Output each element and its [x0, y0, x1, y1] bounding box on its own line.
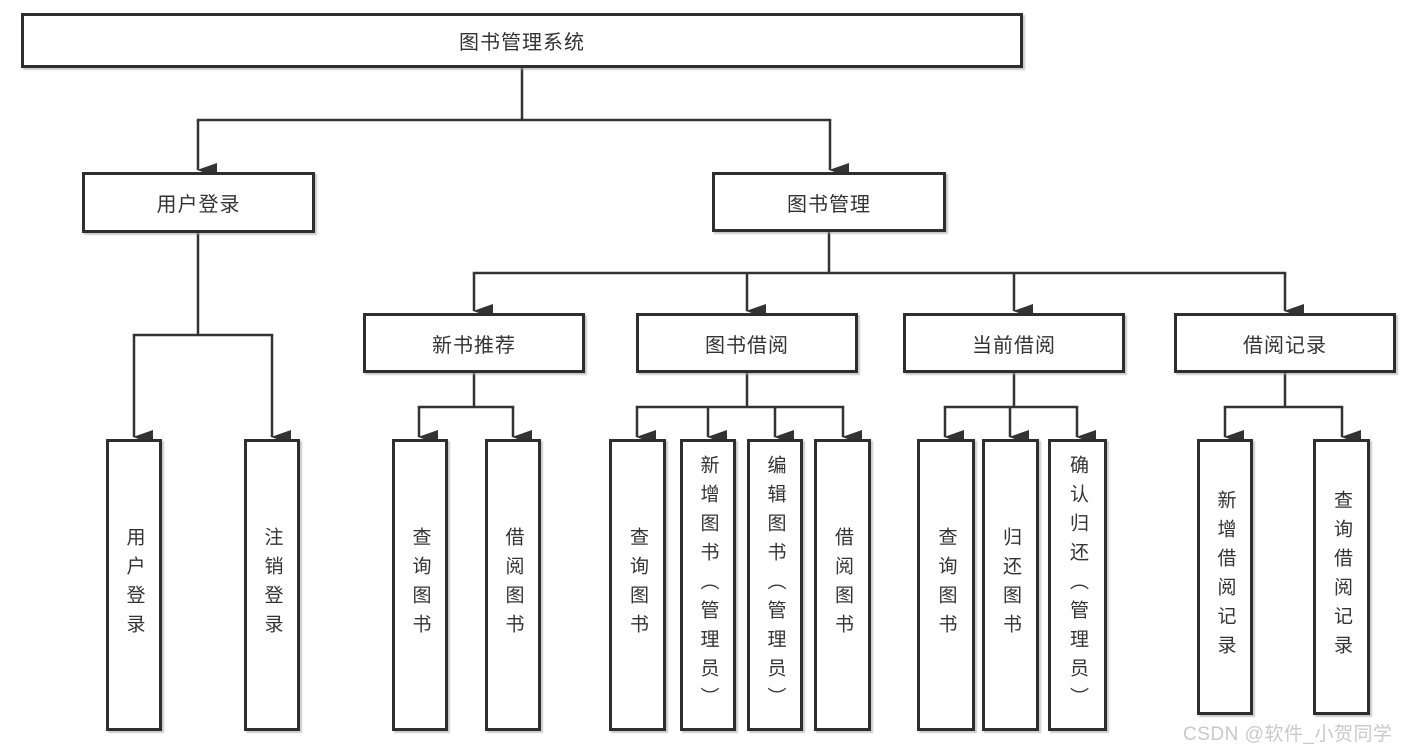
node-label: 图书管理: [787, 193, 871, 216]
leaf-label: 确认归还（管理员）: [1067, 454, 1088, 716]
node-label: 图书管理系统: [459, 32, 585, 54]
leaf-borrow-query-books: 查询图书: [609, 439, 666, 731]
node-new-book-recommend: 新书推荐: [363, 313, 585, 373]
node-label: 新书推荐: [432, 334, 516, 357]
csdn-watermark: CSDN @软件_小贺同学: [1183, 724, 1393, 745]
leaf-user-login: 用户登录: [106, 439, 162, 731]
leaf-borrow-edit-books-admin: 编辑图书（管理员）: [747, 439, 803, 731]
leaf-label: 借阅图书: [502, 527, 524, 643]
leaf-label: 新增图书（管理员）: [697, 454, 719, 716]
leaf-current-query-books: 查询图书: [917, 439, 975, 731]
leaf-label: 注销登录: [261, 527, 283, 643]
node-current-borrow: 当前借阅: [903, 313, 1125, 373]
leaf-label: 查询图书: [627, 527, 648, 643]
leaf-current-return-books: 归还图书: [982, 439, 1039, 731]
leaf-records-query-borrow-record: 查询借阅记录: [1313, 439, 1370, 715]
node-book-borrow: 图书借阅: [636, 313, 858, 373]
leaf-label: 查询图书: [935, 527, 957, 643]
node-book-management: 图书管理: [712, 172, 946, 232]
leaf-newbook-query-books: 查询图书: [392, 439, 448, 731]
leaf-label: 查询借阅记录: [1331, 490, 1352, 664]
node-label: 图书借阅: [705, 334, 789, 357]
leaf-current-confirm-return-admin: 确认归还（管理员）: [1048, 439, 1107, 731]
node-borrow-records: 借阅记录: [1174, 313, 1396, 373]
leaf-label: 查询图书: [409, 527, 431, 643]
node-label: 用户登录: [156, 194, 241, 216]
leaf-borrow-add-books-admin: 新增图书（管理员）: [680, 439, 736, 731]
leaf-logout: 注销登录: [244, 439, 300, 731]
leaf-borrow-borrow-books: 借阅图书: [814, 439, 871, 731]
node-label: 借阅记录: [1243, 334, 1327, 357]
node-library-management-system: 图书管理系统: [21, 13, 1023, 68]
node-label: 当前借阅: [972, 334, 1056, 357]
leaf-label: 用户登录: [123, 527, 145, 643]
leaf-records-add-borrow-record: 新增借阅记录: [1197, 439, 1253, 715]
leaf-newbook-borrow-books: 借阅图书: [485, 439, 541, 731]
leaf-label: 新增借阅记录: [1214, 490, 1236, 664]
leaf-label: 编辑图书（管理员）: [764, 454, 786, 716]
node-user-login: 用户登录: [82, 172, 315, 233]
leaf-label: 借阅图书: [832, 527, 853, 643]
leaf-label: 归还图书: [1000, 527, 1021, 643]
